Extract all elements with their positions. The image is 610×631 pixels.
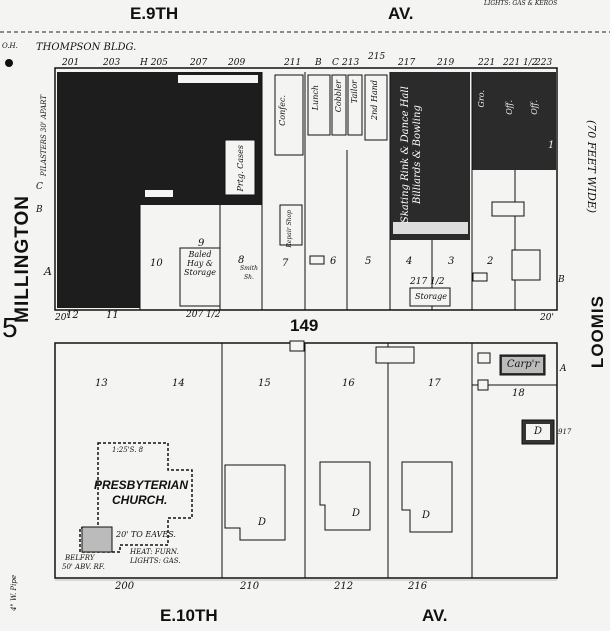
margin-dot bbox=[5, 59, 13, 67]
carpenter-label: Carp'r bbox=[506, 359, 540, 370]
margin-pipe-note: 4" W. Pipe bbox=[10, 575, 18, 611]
street-e10th: E.10TH bbox=[160, 606, 218, 625]
lot-11: 11 bbox=[106, 310, 119, 321]
bld-storage: Storage bbox=[415, 292, 447, 301]
addr-216: 216 bbox=[408, 581, 428, 592]
right-letter-b: B bbox=[558, 275, 565, 285]
bld-second-hand: 2nd Hand bbox=[370, 80, 379, 120]
dwelling-17-label: D bbox=[422, 510, 431, 521]
addr-212: 212 bbox=[334, 581, 354, 592]
dwelling-18-label: D bbox=[534, 426, 543, 437]
addr-207: 207 bbox=[190, 58, 208, 68]
lot-18: 18 bbox=[512, 388, 525, 399]
bld-cobbler: Cobbler bbox=[334, 80, 343, 113]
addr-209: 209 bbox=[228, 58, 246, 68]
lot-6: 6 bbox=[330, 256, 337, 267]
bld-repair-shop: Repair Shop bbox=[286, 210, 293, 248]
lot-7: 7 bbox=[282, 258, 289, 269]
right-edge-label: 20' bbox=[540, 313, 554, 323]
lot-8: 8 bbox=[238, 255, 245, 266]
dwelling-15 bbox=[224, 464, 286, 541]
side-letter-c: C bbox=[36, 182, 43, 192]
side-letter-a: A bbox=[44, 265, 52, 278]
bld-office-1: Off. bbox=[505, 100, 514, 115]
thompson-bldg-label: THOMPSON BLDG. bbox=[36, 42, 137, 53]
skating-rink bbox=[390, 72, 470, 240]
addr-203: 203 bbox=[103, 58, 121, 68]
street-loomis: LOOMIS bbox=[588, 295, 607, 369]
bld-tailor: Tailor bbox=[350, 80, 359, 104]
addr-219: 219 bbox=[437, 58, 455, 68]
lighting-note: LIGHTS: GAS & KEROS bbox=[484, 0, 558, 7]
side-letter-b: B bbox=[36, 205, 43, 215]
addr-207-half: 207 1/2 bbox=[186, 310, 221, 320]
dwelling-17 bbox=[401, 461, 453, 533]
addr-211: 211 bbox=[284, 58, 302, 68]
church-outline bbox=[79, 442, 193, 553]
church-eaves: 20' TO EAVES. bbox=[116, 530, 176, 539]
lot-4: 4 bbox=[406, 256, 413, 267]
street-e10th-suffix: AV. bbox=[422, 606, 448, 625]
bld-baled-hay: Baled Hay & Storage bbox=[184, 250, 216, 277]
lot-12: 12 bbox=[66, 310, 79, 321]
lot-2: 2 bbox=[487, 256, 494, 267]
addr-b: B bbox=[315, 58, 322, 68]
dwelling-16 bbox=[319, 461, 371, 531]
addr-215: 215 bbox=[368, 52, 386, 62]
addr-200: 200 bbox=[115, 581, 135, 592]
pilasters-note: PILASTERS 30' APART bbox=[40, 95, 48, 177]
dwelling-15-label: D bbox=[258, 517, 267, 528]
addr-221-half: 221 1/2 bbox=[503, 58, 538, 68]
loomis-width: (70 FEET WIDE) bbox=[585, 120, 598, 214]
bld-grocery: Gro. bbox=[477, 90, 486, 108]
addr-c: C bbox=[332, 58, 339, 68]
sheet-number: 5 bbox=[2, 312, 18, 343]
church-name-line1: PRESBYTERIAN bbox=[94, 478, 189, 492]
addr-210: 210 bbox=[240, 581, 260, 592]
bld-confec: Confec. bbox=[278, 95, 287, 126]
church-belfry: BELFRY bbox=[65, 554, 95, 562]
addr-h205: H 205 bbox=[140, 58, 168, 68]
bld-lunch: Lunch bbox=[311, 85, 320, 111]
lot-14: 14 bbox=[172, 378, 185, 389]
lot-5: 5 bbox=[365, 256, 372, 267]
church-belfry-height: 50' ABV. RF. bbox=[62, 563, 105, 571]
dwelling-16-label: D bbox=[352, 508, 361, 519]
addr-221: 221 bbox=[478, 58, 496, 68]
lot-17: 17 bbox=[428, 378, 441, 389]
bld-printing: Prtg. Cases bbox=[236, 145, 245, 192]
lot-15: 15 bbox=[258, 378, 271, 389]
church-name-line2: CHURCH. bbox=[112, 493, 168, 507]
bld-skating-rink: Skating Rink & Dance Hall Billiards & Bo… bbox=[400, 86, 423, 224]
block-number: 149 bbox=[290, 316, 319, 335]
lot-3: 3 bbox=[448, 256, 455, 267]
offices-building bbox=[472, 72, 556, 170]
addr-917: 917 bbox=[558, 428, 572, 436]
lot-1: 1 bbox=[548, 140, 555, 151]
church-height-note: 1:25'S. 8 bbox=[112, 446, 144, 454]
south-block-outline bbox=[54, 342, 558, 579]
addr-223: 223 bbox=[535, 58, 553, 68]
right-letter-a: A bbox=[560, 364, 567, 374]
north-block-outline bbox=[54, 67, 558, 311]
margin-top-note: O.H. bbox=[2, 42, 18, 50]
street-millington: MILLINGTON bbox=[12, 195, 33, 323]
lot-16: 16 bbox=[342, 378, 355, 389]
lot-13: 13 bbox=[95, 378, 108, 389]
addr-217-half: 217 1/2 bbox=[410, 277, 445, 287]
church-services: HEAT: FURN. LIGHTS: GAS. bbox=[130, 548, 181, 565]
left-edge-label: 20' bbox=[55, 313, 69, 323]
addr-201: 201 bbox=[62, 58, 80, 68]
street-e9th-suffix: AV. bbox=[388, 4, 414, 23]
addr-217: 217 bbox=[398, 58, 416, 68]
lot-9: 9 bbox=[198, 238, 205, 249]
street-e9th: E.9TH bbox=[130, 4, 179, 23]
addr-213: 213 bbox=[342, 58, 360, 68]
bld-smith: Smith Sh. bbox=[240, 265, 258, 281]
bld-office-2: Off. bbox=[530, 100, 539, 115]
lot-10: 10 bbox=[150, 258, 163, 269]
